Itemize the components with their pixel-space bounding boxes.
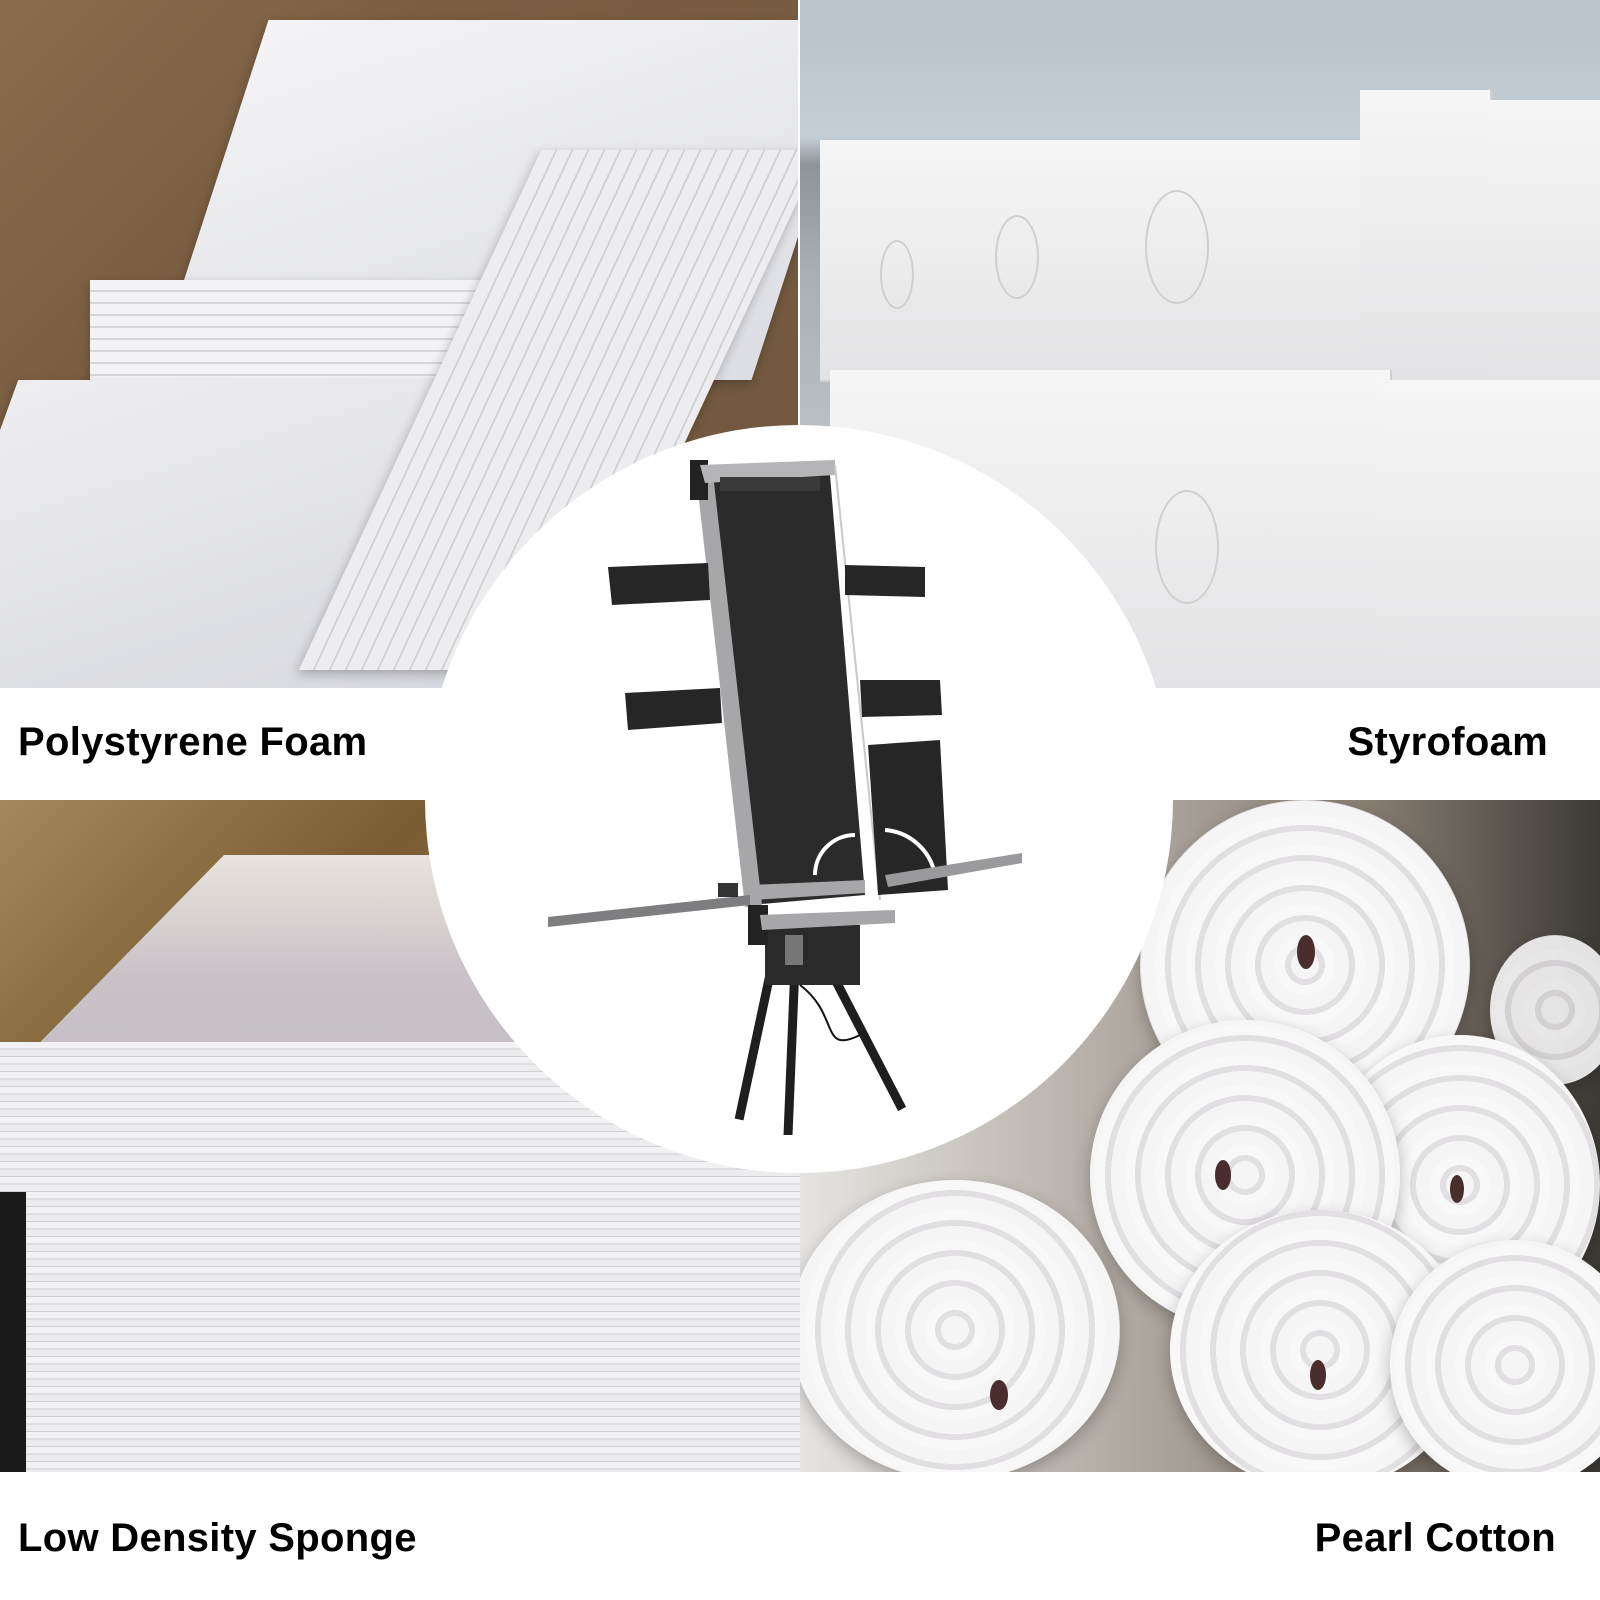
styrofoam-block <box>1490 100 1600 382</box>
foam-roll <box>1390 1240 1600 1472</box>
styrofoam-photo <box>800 0 1600 688</box>
block-mark <box>1155 490 1219 604</box>
styrofoam-block <box>1490 380 1600 688</box>
label-low-density-sponge: Low Density Sponge <box>18 1516 417 1560</box>
roll-core <box>1297 935 1315 969</box>
roll-core <box>1215 1160 1231 1190</box>
polystyrene-foam-photo <box>0 0 798 688</box>
roll-core <box>990 1380 1008 1410</box>
foam-cutter-machine <box>548 460 1022 1135</box>
block-mark <box>1145 190 1209 304</box>
tripod-stand <box>734 953 907 1135</box>
foam-roll <box>800 1180 1120 1472</box>
styrofoam-block <box>1360 90 1492 382</box>
block-mark <box>880 240 914 309</box>
label-pearl-cotton: Pearl Cotton <box>1314 1516 1556 1560</box>
styrofoam-block <box>1380 380 1492 688</box>
roll-core <box>1310 1360 1326 1390</box>
label-polystyrene-foam: Polystyrene Foam <box>18 720 368 764</box>
label-styrofoam: Styrofoam <box>1347 720 1548 764</box>
roll-core <box>1450 1175 1464 1203</box>
dark-edge <box>0 1192 26 1472</box>
block-mark <box>995 215 1039 299</box>
